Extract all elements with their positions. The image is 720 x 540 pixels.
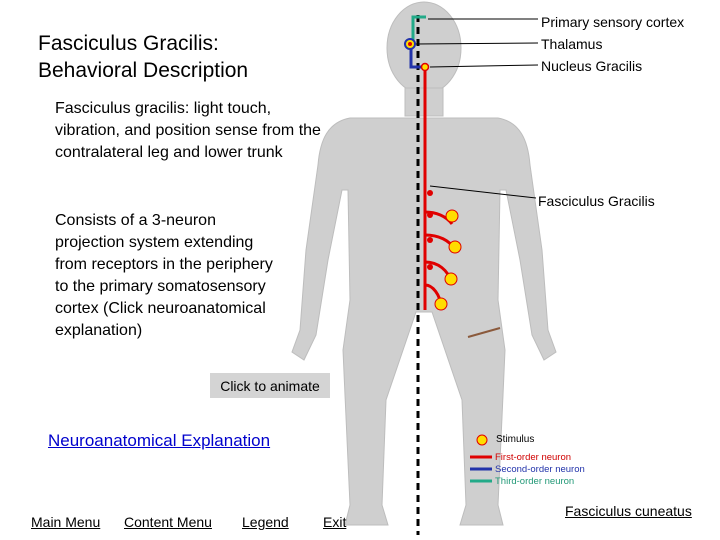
description-neuron-system: Consists of a 3-neuron projection system… [55,212,273,339]
legend-second-order: Second-order neuron [495,464,585,475]
ganglia [427,190,433,270]
legend-first-order: First-order neuron [495,452,572,463]
leader-lines [415,18,539,199]
label-thalamus: Thalamus [541,36,603,52]
animate-button[interactable]: Click to animate [210,373,330,398]
label-fasciculus-gracilis: Fasciculus Gracilis [538,193,655,209]
legend-link[interactable]: Legend [242,514,289,530]
page-title: Fasciculus Gracilis: Behavioral Descript… [38,30,248,84]
third-order-neuron-path [411,15,426,44]
content-menu-link[interactable]: Content Menu [124,514,212,530]
second-order-neuron-path [409,44,425,69]
description-pathway: Fasciculus gracilis: light touch, vibrat… [55,100,321,161]
title-line-2: Behavioral Description [38,59,249,82]
nucleus-gracilis-marker [420,62,430,72]
main-menu-link[interactable]: Main Menu [31,514,101,530]
body-silhouette [291,1,557,526]
label-primary-sensory-cortex: Primary sensory cortex [541,14,685,30]
thalamus-marker [404,38,416,50]
legend-symbols [470,434,492,483]
exit-link[interactable]: Exit [323,514,347,530]
legend-third-order: Third-order neuron [495,476,575,487]
probe-needle [467,327,501,338]
label-nucleus-gracilis: Nucleus Gracilis [541,58,643,74]
fasciculus-cuneatus-link[interactable]: Fasciculus cuneatus [565,503,692,519]
legend-stimulus: Stimulus [496,434,535,445]
title-line-1: Fasciculus Gracilis: [38,32,219,55]
neuroanatomical-explanation-link[interactable]: Neuroanatomical Explanation [48,431,271,450]
stimulus-markers [434,209,462,311]
